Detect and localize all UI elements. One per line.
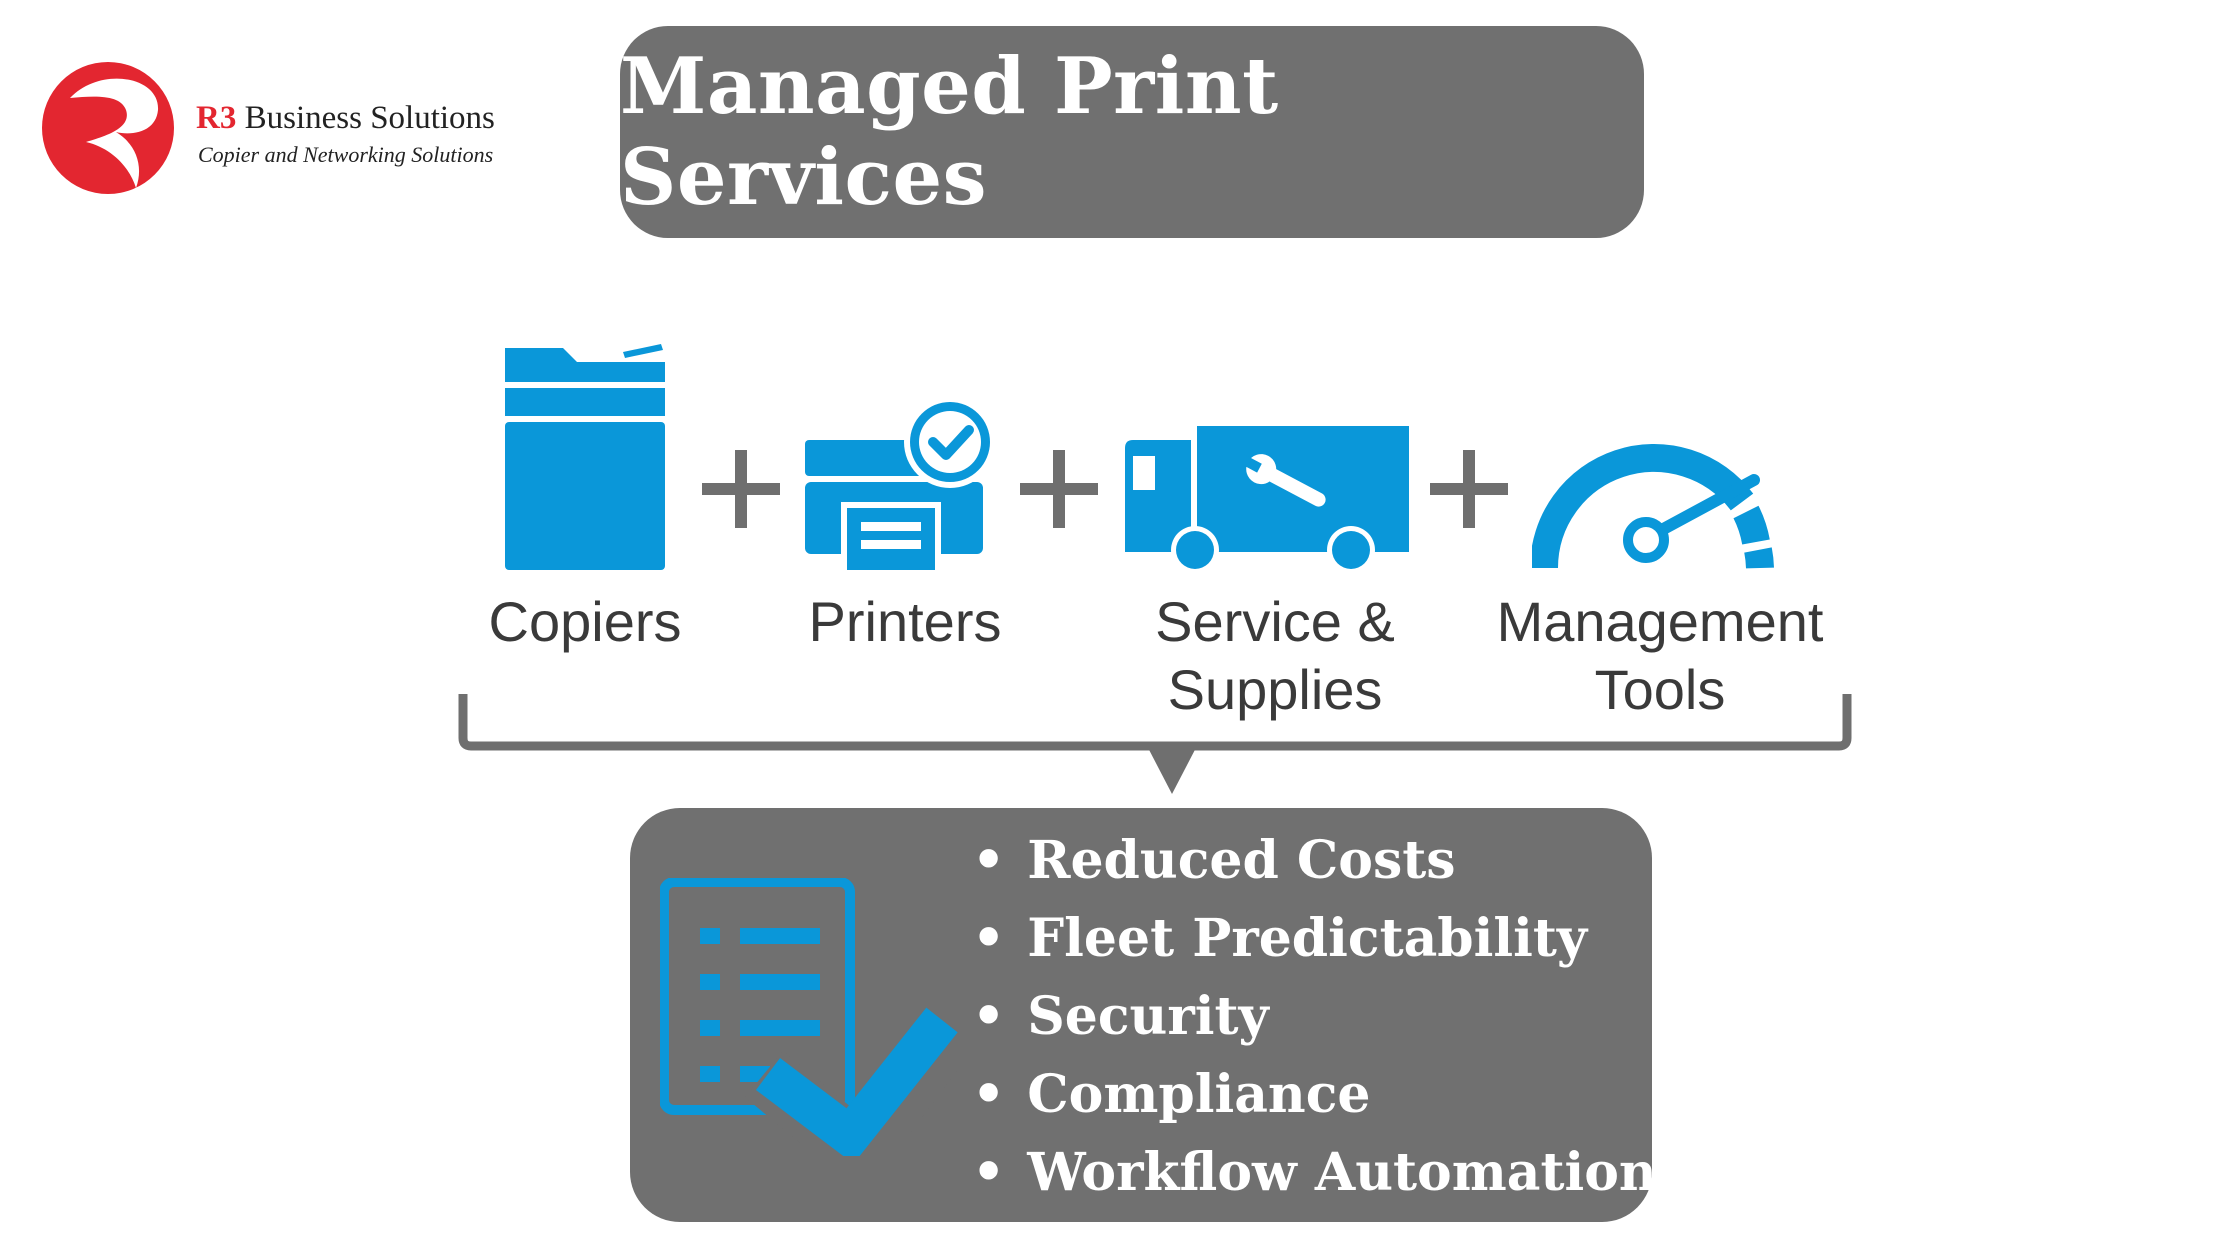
label-service-supplies: Service & Supplies: [1155, 590, 1395, 721]
service-truck-icon: [1125, 426, 1409, 574]
benefit-item: Workflow Automation: [972, 1134, 1656, 1212]
page-title: Managed Print Services: [620, 41, 1279, 223]
checklist-icon: [660, 878, 960, 1156]
r3-logo-mark-icon: [42, 62, 174, 194]
logo-tagline: Copier and Networking Solutions: [198, 142, 494, 167]
label-printers: Printers: [808, 590, 1002, 653]
logo-brand-name: R3 Business Solutions: [196, 100, 495, 136]
company-logo: R3 Business Solutions Copier and Network…: [40, 58, 560, 198]
gauge-icon: [1532, 444, 1774, 569]
grouping-bracket: [458, 694, 1852, 794]
title-banner: Managed Print Services: [620, 26, 1644, 238]
benefit-item: Reduced Costs: [972, 822, 1657, 900]
copier-icon: [505, 344, 665, 570]
printer-check-icon: [805, 398, 995, 570]
label-copiers: Copiers: [488, 590, 682, 653]
benefit-item: Fleet Predictability: [972, 900, 1657, 978]
benefit-item: Compliance: [972, 1056, 1657, 1134]
plus-operator-3: [1430, 450, 1508, 528]
plus-operator-1: [702, 450, 780, 528]
benefit-item: Security: [972, 978, 1657, 1056]
label-management-tools: Management Tools: [1496, 590, 1824, 721]
benefits-list: Reduced Costs Fleet Predictability Secur…: [972, 822, 1657, 1212]
plus-operator-2: [1020, 450, 1098, 528]
